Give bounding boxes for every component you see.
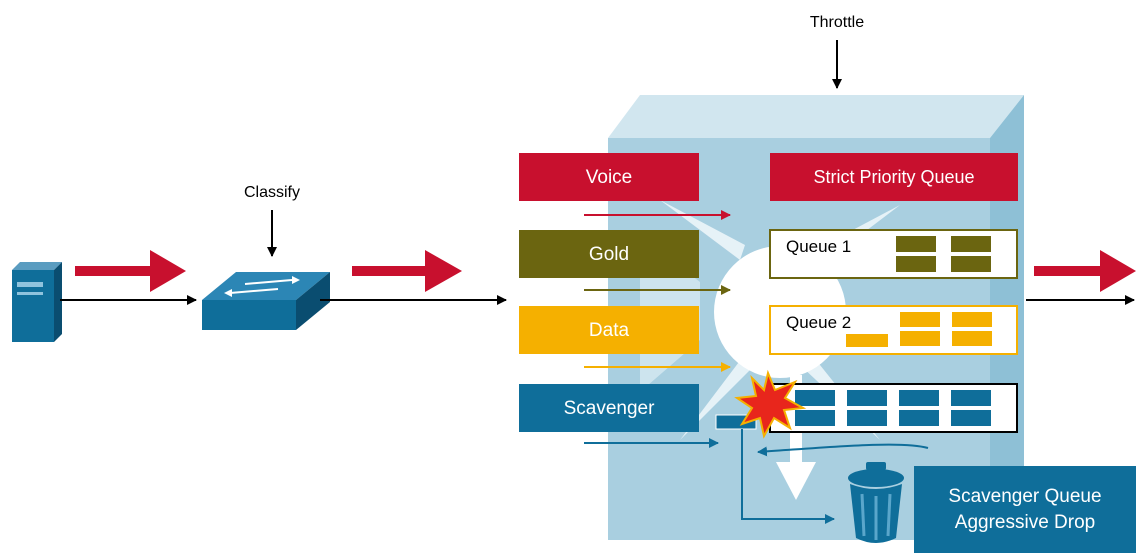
switch-icon: [202, 272, 330, 330]
classify-label: Classify: [244, 184, 300, 201]
gold-label: Gold: [589, 244, 629, 265]
scavenger-drop-box: Scavenger Queue Aggressive Drop: [914, 466, 1136, 553]
flow-mid-red-arrow: [352, 250, 462, 292]
flow-in-red-arrow: [75, 250, 186, 292]
queue-1: Queue 1: [769, 229, 1018, 279]
throttle-label: Throttle: [810, 14, 864, 31]
queue-2-label: Queue 2: [786, 313, 851, 332]
scavenger-drop-line2: Aggressive Drop: [955, 512, 1095, 533]
scavenger-drop-line1: Scavenger Queue: [948, 486, 1101, 507]
gold-class: Gold: [519, 230, 699, 278]
data-class: Data: [519, 306, 699, 354]
strict-priority-queue: Strict Priority Queue: [770, 153, 1018, 201]
queue-2: Queue 2: [769, 305, 1018, 355]
voice-class: Voice: [519, 153, 699, 201]
server-icon: [12, 262, 62, 342]
scavenger-class: Scavenger: [519, 384, 699, 432]
queue-1-label: Queue 1: [786, 237, 851, 256]
flow-out-red-arrow: [1034, 250, 1136, 292]
data-label: Data: [589, 320, 630, 341]
scavenger-feedback-arrow: [757, 443, 929, 457]
strict-priority-queue-label: Strict Priority Queue: [813, 167, 974, 187]
scavenger-queue: [769, 383, 1018, 433]
drop-burst-icon: [734, 369, 807, 439]
drop-path-arrow: [741, 429, 835, 524]
voice-label: Voice: [586, 167, 632, 188]
trash-can-icon: [848, 462, 904, 543]
scavenger-label: Scavenger: [564, 398, 656, 419]
